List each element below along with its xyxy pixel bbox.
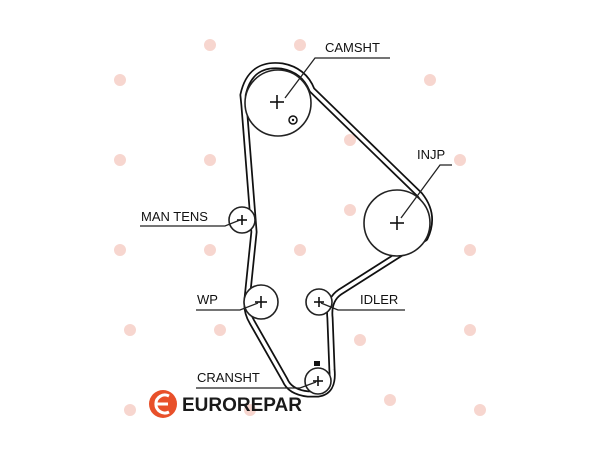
timing-notch-icon — [314, 361, 320, 366]
watermark-layer — [114, 39, 486, 416]
camshaft-pulley — [244, 69, 312, 137]
watermark-mark — [384, 394, 396, 406]
watermark-mark — [424, 74, 436, 86]
watermark-mark — [114, 244, 126, 256]
idler-pulley — [305, 288, 333, 316]
label-crankshaft: CRANSHT — [196, 370, 317, 389]
crankshaft-pulley — [304, 361, 332, 395]
label-injection-pump: INJP — [400, 147, 452, 219]
watermark-mark — [354, 334, 366, 346]
watermark-mark — [294, 244, 306, 256]
watermark-mark — [474, 404, 486, 416]
manual-tensioner-label: MAN TENS — [141, 209, 208, 224]
watermark-mark — [114, 154, 126, 166]
watermark-mark — [454, 154, 466, 166]
crankshaft-label: CRANSHT — [197, 370, 260, 385]
watermark-mark — [124, 324, 136, 336]
label-idler: IDLER — [320, 292, 405, 311]
watermark-mark — [114, 74, 126, 86]
label-camshaft: CAMSHT — [284, 40, 390, 99]
watermark-mark — [464, 244, 476, 256]
brand-name: EUROREPAR — [182, 395, 302, 416]
water-pump-label: WP — [197, 292, 218, 307]
watermark-mark — [204, 154, 216, 166]
eurorepar-logo: EUROREPAR — [149, 390, 302, 418]
label-manual-tensioner: MAN TENS — [140, 209, 241, 227]
watermark-mark — [214, 324, 226, 336]
water-pump-pulley — [243, 284, 279, 320]
watermark-mark — [204, 244, 216, 256]
manual-tensioner-pulley — [228, 206, 256, 234]
watermark-mark — [344, 134, 356, 146]
watermark-mark — [464, 324, 476, 336]
camshaft-label: CAMSHT — [325, 40, 380, 55]
watermark-mark — [124, 404, 136, 416]
label-water-pump: WP — [196, 292, 259, 311]
watermark-mark — [294, 39, 306, 51]
watermark-mark — [204, 39, 216, 51]
watermark-mark — [244, 404, 256, 416]
injection-pump-pulley — [363, 189, 431, 257]
idler-label: IDLER — [360, 292, 398, 307]
injection-pump-label: INJP — [417, 147, 445, 162]
watermark-mark — [344, 204, 356, 216]
